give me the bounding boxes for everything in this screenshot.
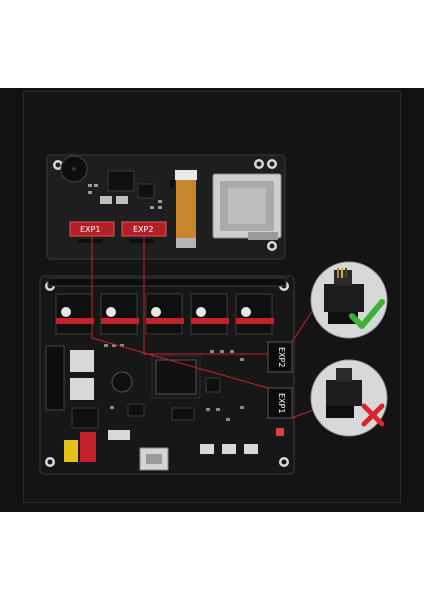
lcd-adapter-board <box>46 154 286 260</box>
board-wiring-photo: EXP1 EXP2 <box>39 154 388 475</box>
board-exp2-label: EXP2 <box>277 347 286 367</box>
wrong-connection-callout <box>310 359 388 437</box>
product-photo-frame: EXP1 EXP2 <box>0 88 424 512</box>
board-exp1-label: EXP1 <box>277 393 286 413</box>
cross-mark-icon <box>361 403 385 427</box>
correct-connection-callout <box>310 261 388 339</box>
main-controller-board <box>39 275 295 475</box>
stepper-driver-row <box>55 293 274 335</box>
check-mark-icon <box>349 299 385 329</box>
lcd-exp2-label: EXP2 <box>133 225 153 234</box>
lcd-exp1-label: EXP1 <box>80 225 100 234</box>
